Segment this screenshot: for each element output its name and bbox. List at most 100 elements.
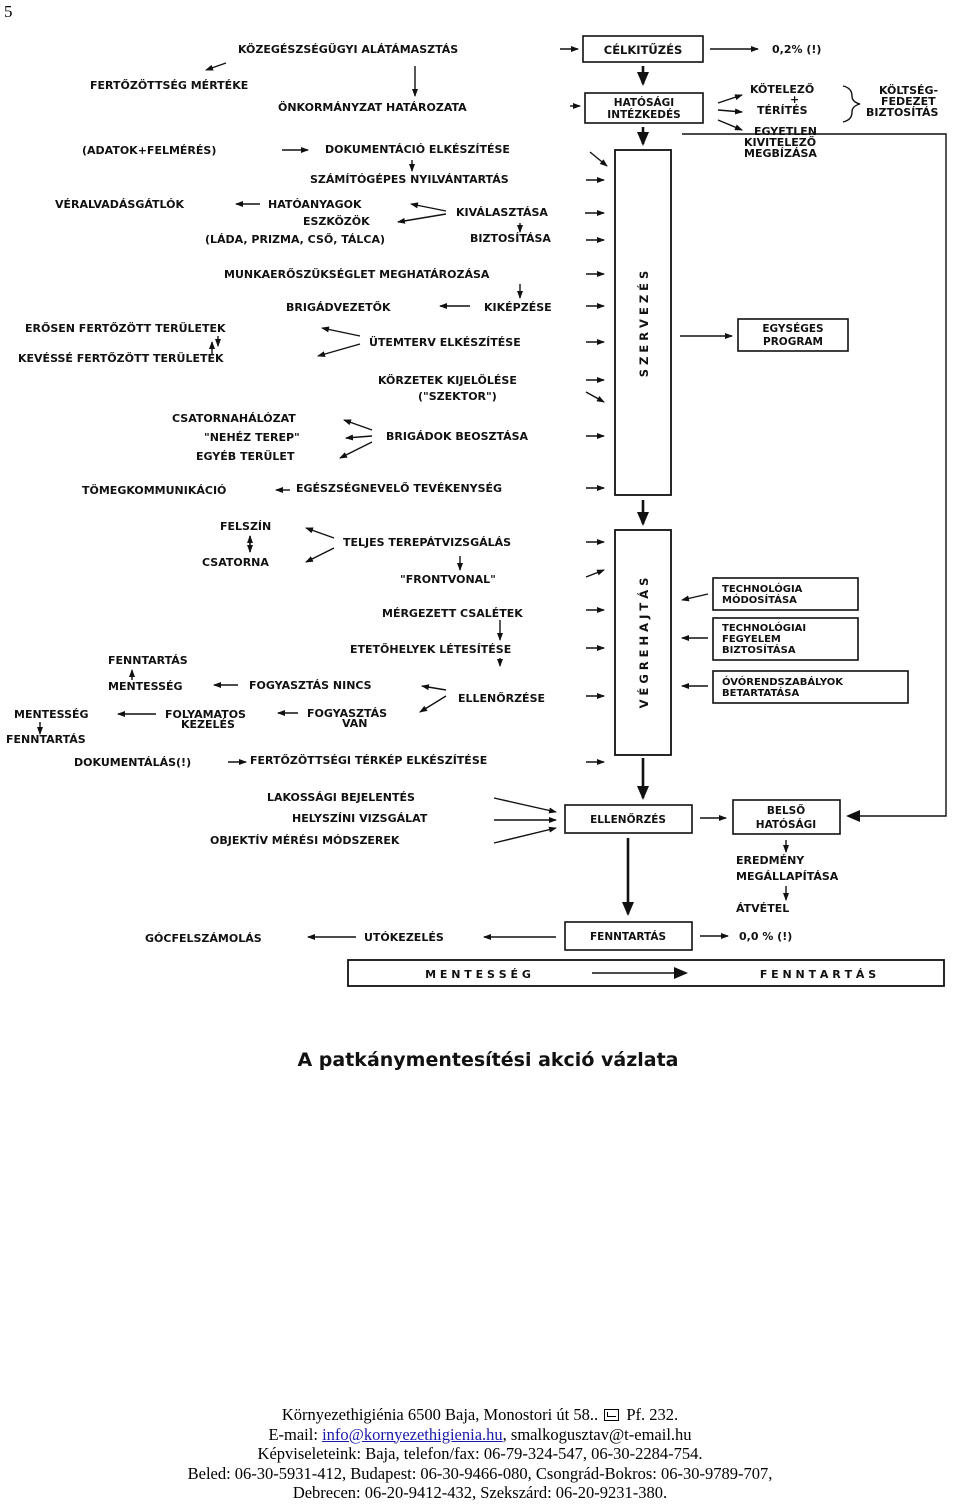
label: HATÓANYAGOK	[268, 198, 362, 211]
svg-text:V É G R E H A J T Á S: V É G R E H A J T Á S	[636, 578, 651, 709]
svg-text:F E N N T A R T Á S: F E N N T A R T Á S	[760, 968, 876, 981]
label: VÉRALVADÁSGÁTLÓK	[55, 198, 185, 211]
svg-text:ÓVÓRENDSZABÁLYOK: ÓVÓRENDSZABÁLYOK	[722, 675, 844, 688]
svg-text:EGYSÉGES: EGYSÉGES	[762, 322, 823, 335]
label: KÖLTSÉG-	[879, 83, 938, 97]
svg-text:BETARTATÁSA: BETARTATÁSA	[722, 686, 799, 699]
label: FERTŐZÖTTSÉGI TÉRKÉP ELKÉSZÍTÉSE	[250, 753, 487, 767]
footer-line-phones: Beled: 06-30-5931-412, Budapest: 06-30-9…	[187, 1463, 773, 1483]
box-hatosagi-intezkedes: HATÓSÁGI INTÉZKEDÉS	[584, 92, 704, 124]
label: FOGYASZTÁS	[307, 707, 387, 720]
label: VAN	[342, 717, 368, 730]
label: ÁTVÉTEL	[736, 902, 789, 915]
label: FENNTARTÁS	[108, 654, 188, 667]
flow-diagram: CÉLKITŰZÉS HATÓSÁGI INTÉZKEDÉS S Z E R V…	[6, 35, 947, 1071]
label: UTÓKEZELÉS	[364, 931, 444, 944]
label: FOLYAMATOS	[165, 708, 246, 721]
label: DOKUMENTÁCIÓ ELKÉSZÍTÉSE	[325, 143, 510, 156]
svg-text:BELSŐ: BELSŐ	[767, 803, 805, 817]
box-technologia-modositasa: TECHNOLÓGIA MÓDOSÍTÁSA	[712, 577, 859, 611]
label: OBJEKTÍV MÉRÉSI MÓDSZEREK	[210, 834, 400, 847]
main-flow-arrows	[622, 66, 649, 916]
box-technologiai-fegyelem: TECHNOLÓGIAI FEGYELEM BIZTOSÍTÁSA	[712, 617, 859, 661]
box-ovorendszabalyok: ÓVÓRENDSZABÁLYOK BETARTATÁSA	[712, 670, 909, 704]
footer-line-email: E-mail: info@kornyezethigienia.hu, smalk…	[268, 1424, 692, 1444]
label: "FRONTVONAL"	[400, 573, 496, 586]
label: (LÁDA, PRIZMA, CSŐ, TÁLCA)	[205, 232, 385, 246]
label: FELSZÍN	[220, 520, 271, 533]
svg-text:CÉLKITŰZÉS: CÉLKITŰZÉS	[604, 42, 682, 57]
label: FERTŐZÖTTSÉG MÉRTÉKE	[90, 78, 248, 92]
label: FENNTARTÁS	[6, 733, 86, 746]
email-link[interactable]: info@kornyezethigienia.hu	[322, 1424, 503, 1444]
label: +	[790, 93, 799, 106]
svg-text:TECHNOLÓGIAI: TECHNOLÓGIAI	[722, 621, 806, 634]
label: KEZELÉS	[181, 718, 235, 731]
svg-text:ELLENŐRZÉS: ELLENŐRZÉS	[590, 812, 666, 826]
label: EREDMÉNY	[736, 854, 805, 867]
label: KÖZEGÉSZSÉGÜGYI ALÁTÁMASZTÁS	[238, 42, 458, 56]
box-szervezes: S Z E R V E Z É S	[614, 149, 672, 496]
svg-text:MÓDOSÍTÁSA: MÓDOSÍTÁSA	[722, 593, 797, 606]
diagram-labels: KÖZEGÉSZSÉGÜGYI ALÁTÁMASZTÁS FERTŐZÖTTSÉ…	[6, 42, 938, 945]
label: CSATORNAHÁLÓZAT	[172, 412, 296, 425]
label: KIVÁLASZTÁSA	[456, 206, 548, 219]
svg-text:FEGYELEM: FEGYELEM	[722, 634, 781, 645]
label: ERŐSEN FERTŐZÖTT TERÜLETEK	[25, 321, 226, 335]
box-vegrehajtas: V É G R E H A J T Á S	[614, 529, 672, 756]
label: EGYETLEN	[754, 125, 817, 138]
label: DOKUMENTÁLÁS(!)	[74, 756, 191, 769]
label: BIZTOSÍTÁSA	[470, 232, 551, 245]
box-ellenorzes: ELLENŐRZÉS	[564, 804, 693, 834]
label: TÖMEGKOMMUNIKÁCIÓ	[82, 483, 226, 497]
label: SZÁMÍTÓGÉPES NYILVÁNTARTÁS	[310, 173, 509, 186]
label: TELJES TEREPÁTVIZSGÁLÁS	[343, 536, 511, 549]
box-belso-hatosagi: BELSŐ HATÓSÁGI	[732, 799, 841, 835]
label: MÉRGEZETT CSALÉTEK	[382, 607, 523, 620]
label: FEDEZET	[881, 95, 936, 108]
box-mentesseg-fenntartas-bar: M E N T E S S É G F E N N T A R T Á S	[347, 959, 945, 987]
box-fenntartas: FENNTARTÁS	[564, 921, 693, 951]
label: KÖTELEZŐ	[750, 82, 814, 96]
label: MUNKAERŐSZÜKSÉGLET MEGHATÁROZÁSA	[224, 267, 490, 281]
label: MENTESSÉG	[108, 680, 183, 693]
label: MEGBÍZÁSA	[744, 147, 817, 160]
label: LAKOSSÁGI BEJELENTÉS	[267, 791, 415, 804]
footer-line-phones-2: Debrecen: 06-20-9412-432, Szekszárd: 06-…	[292, 1483, 668, 1502]
label: EGÉSZSÉGNEVELŐ TEVÉKENYSÉG	[296, 481, 502, 495]
label: KEVÉSSÉ FERTŐZÖTT TERÜLETEK	[18, 351, 224, 365]
label: HELYSZÍNI VIZSGÁLAT	[292, 812, 428, 825]
svg-text:PROGRAM: PROGRAM	[763, 336, 823, 348]
label: BIZTOSÍTÁS	[866, 106, 938, 119]
svg-text:TECHNOLÓGIA: TECHNOLÓGIA	[722, 582, 803, 595]
svg-text:FENNTARTÁS: FENNTARTÁS	[590, 930, 666, 943]
diagram-title: A patkánymentesítési akció vázlata	[297, 1049, 678, 1071]
mailbox-icon	[604, 1409, 620, 1422]
svg-text:INTÉZKEDÉS: INTÉZKEDÉS	[607, 108, 680, 121]
label: EGYÉB TERÜLET	[196, 449, 295, 463]
label: ELLENŐRZÉSE	[458, 691, 545, 705]
label: FOGYASZTÁS NINCS	[249, 679, 372, 692]
label: "NEHÉZ TEREP"	[204, 431, 300, 444]
label: TÉRÍTÉS	[757, 104, 808, 117]
label: 0,2% (!)	[772, 43, 821, 56]
label: 0,0 % (!)	[739, 930, 792, 943]
label: CSATORNA	[202, 556, 269, 569]
svg-text:HATÓSÁGI: HATÓSÁGI	[756, 818, 816, 831]
connector-arrows	[37, 46, 947, 979]
page-number: 5	[4, 2, 13, 21]
label: ÖNKORMÁNYZAT HATÁROZATA	[278, 100, 467, 114]
label: MEGÁLLAPÍTÁSA	[736, 870, 839, 883]
label: MENTESSÉG	[14, 708, 89, 721]
svg-text:HATÓSÁGI: HATÓSÁGI	[614, 96, 674, 109]
label: ("SZEKTOR")	[418, 390, 497, 403]
footer-line-address: Környezethigiénia 6500 Baja, Monostori ú…	[281, 1405, 679, 1424]
footer-line-offices: Képviseleteink: Baja, telefon/fax: 06-79…	[257, 1444, 703, 1463]
label: ETETŐHELYEK LÉTESÍTÉSE	[350, 642, 511, 656]
svg-text:S Z E R V E Z É S: S Z E R V E Z É S	[636, 271, 651, 378]
label: ESZKÖZÖK	[303, 214, 370, 228]
label: ÜTEMTERV ELKÉSZÍTÉSE	[369, 335, 521, 349]
label: BRIGÁDOK BEOSZTÁSA	[386, 430, 529, 443]
box-celkituzes: CÉLKITŰZÉS	[582, 35, 704, 63]
footer: Környezethigiénia 6500 Baja, Monostori ú…	[0, 1405, 960, 1503]
